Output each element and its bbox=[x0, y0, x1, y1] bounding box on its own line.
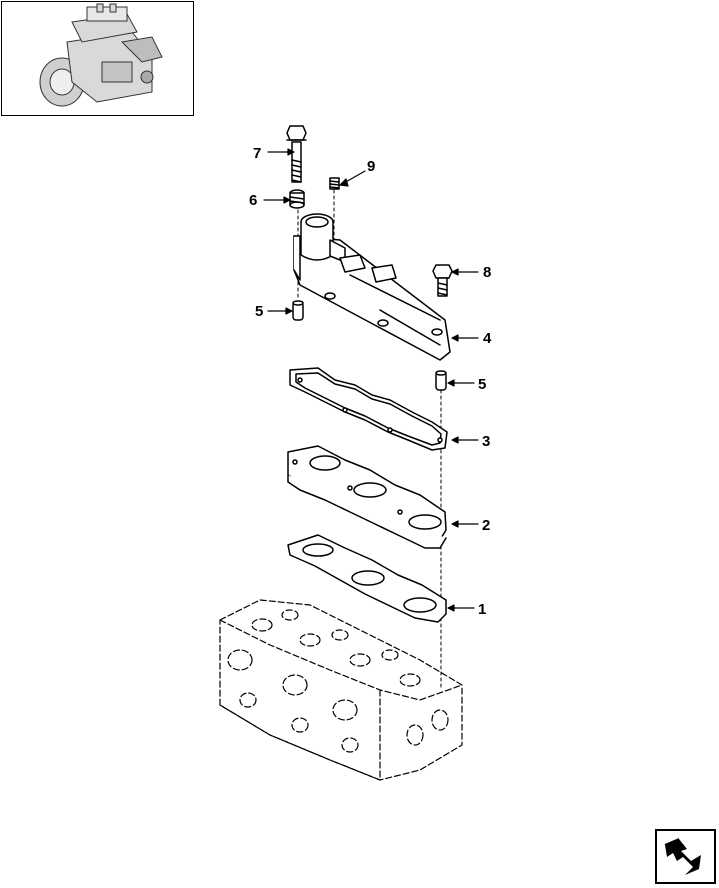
callout-8: 8 bbox=[483, 264, 491, 281]
part-1-gasket bbox=[287, 534, 447, 623]
callout-4: 4 bbox=[483, 330, 492, 347]
callout-2: 2 bbox=[482, 517, 490, 534]
next-page-arrow-icon bbox=[664, 838, 701, 875]
engine-thumbnail bbox=[1, 1, 194, 116]
part-2-plate bbox=[287, 445, 447, 549]
next-page-button[interactable] bbox=[655, 829, 716, 884]
part-5-dowel-right bbox=[435, 370, 447, 391]
engine-thumbnail-icon bbox=[39, 3, 163, 107]
callout-labels: 7 9 6 8 5 4 5 3 2 1 bbox=[249, 145, 492, 618]
part-6-washer bbox=[289, 189, 305, 209]
callout-3: 3 bbox=[482, 433, 490, 450]
part-8-bolt bbox=[432, 264, 453, 297]
part-9-plug bbox=[329, 177, 340, 190]
leader-lines bbox=[263, 148, 479, 612]
callout-6: 6 bbox=[249, 192, 257, 209]
part-5-dowel-left bbox=[292, 300, 304, 321]
callout-5-upper: 5 bbox=[255, 303, 263, 320]
callout-5-lower: 5 bbox=[478, 376, 486, 393]
part-3-gasket bbox=[289, 367, 448, 451]
cylinder-head bbox=[219, 599, 463, 781]
part-4-manifold bbox=[293, 213, 451, 361]
callout-1: 1 bbox=[478, 601, 486, 618]
part-7-bolt bbox=[286, 125, 307, 183]
callout-7: 7 bbox=[253, 145, 261, 162]
callout-9: 9 bbox=[367, 158, 375, 175]
